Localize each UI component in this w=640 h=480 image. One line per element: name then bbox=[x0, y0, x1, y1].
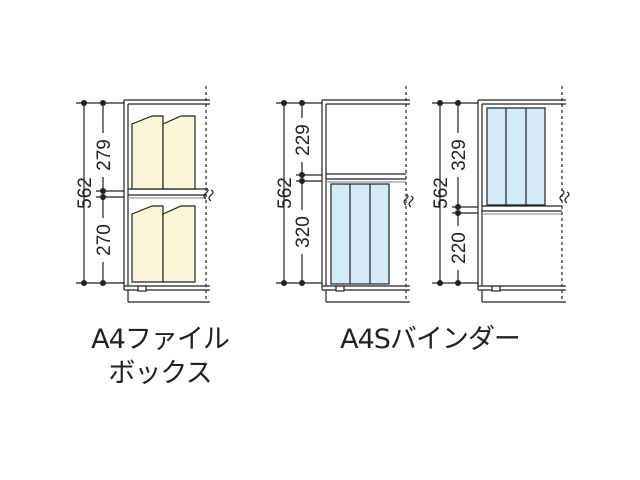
total-height-label: 562 bbox=[431, 177, 452, 209]
total-height-label: 562 bbox=[275, 177, 296, 209]
file-box-caption-line2: ボックス bbox=[108, 358, 212, 389]
binder-cabinet-1 bbox=[321, 86, 414, 303]
file-box-caption-line1: A4ファイル bbox=[91, 324, 230, 355]
label-mask bbox=[92, 218, 114, 262]
lower-height-label: 270 bbox=[94, 224, 115, 256]
file-box bbox=[131, 115, 196, 190]
label-mask bbox=[291, 118, 313, 162]
label-mask bbox=[92, 133, 114, 177]
file-box-lower bbox=[131, 205, 196, 283]
total-height-label: 562 bbox=[75, 177, 96, 209]
dim-dots bbox=[81, 100, 106, 286]
upper-height-label: 279 bbox=[94, 139, 115, 171]
label-mask bbox=[447, 133, 469, 177]
lower-height-label: 320 bbox=[293, 216, 314, 248]
dim-dots bbox=[281, 100, 305, 286]
upper-height-label: 229 bbox=[293, 124, 314, 156]
label-mask bbox=[447, 226, 469, 270]
binder-set-upper bbox=[486, 107, 546, 206]
label-mask bbox=[291, 210, 313, 254]
binder-cabinet-2 bbox=[477, 86, 570, 303]
dim-dots bbox=[437, 100, 461, 286]
upper-height-label: 329 bbox=[449, 139, 470, 171]
lower-height-label: 220 bbox=[449, 232, 470, 264]
binder-caption: A4Sバインダー bbox=[340, 324, 521, 355]
binder-set bbox=[330, 183, 390, 285]
